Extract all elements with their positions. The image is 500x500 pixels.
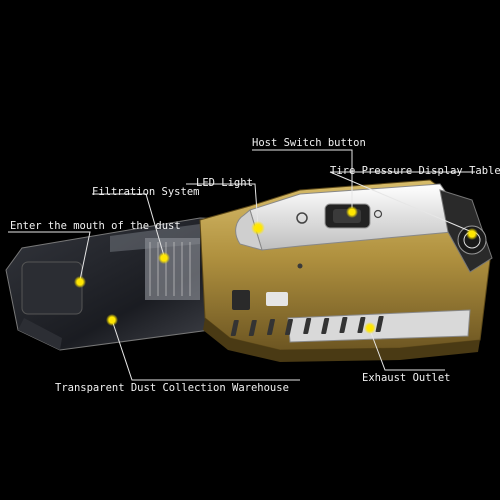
label-dust-mouth: Enter the mouth of the dust xyxy=(10,220,181,232)
label-dust-warehouse: Transparent Dust Collection Warehouse xyxy=(55,382,289,394)
label-host-switch: Host Switch button xyxy=(252,137,366,149)
label-led-light: LED Light xyxy=(196,177,253,189)
label-exhaust: Exhaust Outlet xyxy=(362,372,451,384)
leader-lines xyxy=(8,149,475,381)
exhaust-vents xyxy=(230,309,471,343)
callout-markers xyxy=(74,206,478,334)
label-filtration: Filtration System xyxy=(92,186,200,198)
filter xyxy=(145,238,200,300)
label-tire-pressure: Tire Pressure Display Table xyxy=(330,165,500,177)
